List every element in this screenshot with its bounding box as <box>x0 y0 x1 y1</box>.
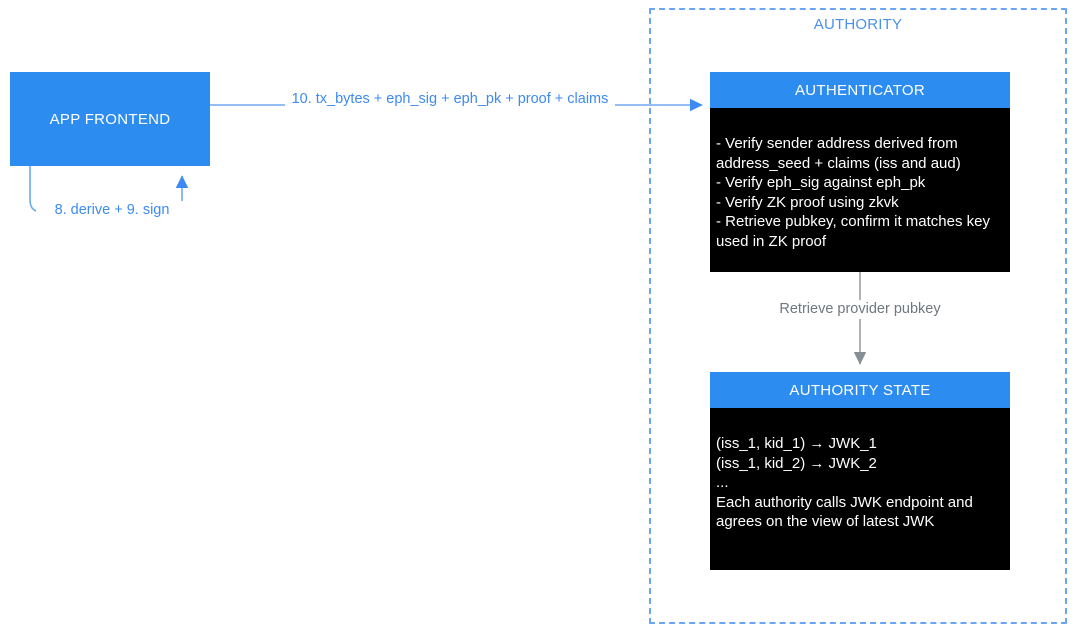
node-app-frontend-label: APP FRONTEND <box>49 110 171 128</box>
node-authority-state-header: AUTHORITY STATE <box>710 372 1010 408</box>
authority-group-boundary <box>649 8 1067 624</box>
node-authenticator-body: - Verify sender address derived from add… <box>710 108 1010 272</box>
edge-label-frontend-to-authenticator: 10. tx_bytes + eph_sig + eph_pk + proof … <box>285 90 615 109</box>
authority-group-label: AUTHORITY <box>813 16 903 33</box>
node-authority-state-body: (iss_1, kid_1) → JWK_1 (iss_1, kid_2) → … <box>710 408 1010 570</box>
node-authenticator-title: AUTHENTICATOR <box>794 81 925 99</box>
node-app-frontend[interactable]: APP FRONTEND <box>10 72 210 166</box>
edge-label-authenticator-to-authority-state: Retrieve provider pubkey <box>770 300 950 319</box>
node-authenticator[interactable]: AUTHENTICATOR - Verify sender address de… <box>710 72 1010 272</box>
node-authenticator-header: AUTHENTICATOR <box>710 72 1010 108</box>
node-authority-state-title: AUTHORITY STATE <box>789 381 931 399</box>
edge-label-frontend-self-loop: 8. derive + 9. sign <box>36 201 188 220</box>
node-authority-state[interactable]: AUTHORITY STATE (iss_1, kid_1) → JWK_1 (… <box>710 372 1010 570</box>
